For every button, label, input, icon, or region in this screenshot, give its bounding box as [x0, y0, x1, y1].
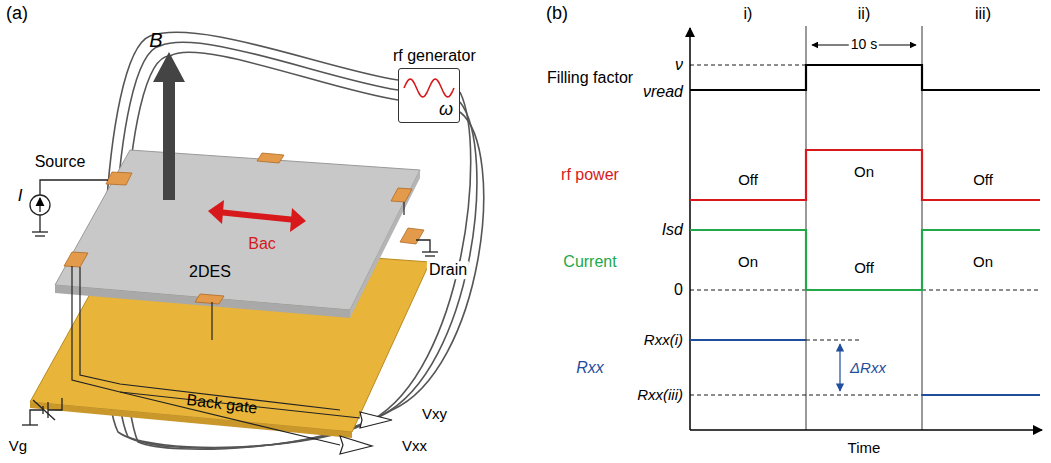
rxx-trace — [690, 339, 806, 341]
2des-slab — [55, 285, 350, 318]
voltage-arrow — [360, 412, 392, 428]
field-symbol: Bac — [248, 235, 276, 253]
current-source — [30, 180, 108, 236]
ohmic-contact — [257, 153, 284, 163]
state-label: Off — [854, 260, 874, 277]
frequency-symbol: ω — [439, 100, 453, 120]
gate-battery — [22, 398, 62, 425]
b-field-arrow — [153, 52, 185, 82]
panel-letter: (a) — [6, 4, 28, 24]
bac-arrow — [218, 212, 296, 220]
drain-ground — [425, 255, 435, 256]
probe-wire — [72, 202, 404, 418]
state-label: On — [738, 254, 758, 271]
field-symbol: B — [149, 29, 162, 51]
ohmic-contact — [195, 294, 224, 304]
reference-line — [922, 290, 1040, 291]
level-value: νread — [643, 83, 683, 101]
current-source — [40, 180, 108, 195]
duration-label: 10 s — [849, 37, 879, 52]
contact-name: Source — [33, 153, 88, 171]
reference-line — [806, 340, 862, 341]
level-value: Isd — [662, 221, 683, 239]
axis-label: Time — [848, 440, 881, 457]
row-name: rf power — [561, 166, 619, 184]
rxx-trace — [690, 340, 1040, 395]
row-name: Current — [563, 253, 616, 271]
reference-line — [690, 290, 806, 291]
state-label: Off — [738, 172, 758, 189]
ohmic-contact — [400, 228, 424, 244]
ohmic-contact — [106, 172, 132, 185]
2des-slab — [350, 170, 420, 318]
panel-letter: (b) — [546, 4, 568, 24]
device-name: rf generator — [393, 47, 476, 65]
rf-generator-box: rf generatorω — [398, 68, 460, 123]
phase-label: i) — [744, 5, 753, 23]
gate-battery — [30, 410, 43, 425]
voltage-name: Vxy — [420, 406, 449, 423]
drain-ground — [422, 251, 438, 252]
level-value: Rxx(i) — [644, 332, 683, 349]
gate-battery — [47, 402, 48, 418]
voltage-name: Vg — [7, 438, 29, 455]
current-trace — [690, 230, 1040, 290]
current-source — [35, 235, 45, 236]
probe-wire — [403, 202, 404, 215]
gate-battery — [48, 398, 62, 410]
current-source — [32, 231, 48, 232]
reference-line — [690, 395, 922, 396]
ohmic-contact — [64, 252, 88, 267]
phase-label: iii) — [975, 5, 991, 23]
row-name: Filling factor — [547, 69, 633, 87]
bac-arrow — [208, 200, 306, 232]
state-label: On — [973, 254, 993, 271]
voltage-name: Vxx — [400, 438, 429, 455]
current-source — [39, 215, 40, 232]
phase-label: ii) — [858, 5, 870, 23]
b-field-arrow — [153, 52, 185, 200]
state-label: On — [854, 164, 874, 181]
drain-ground — [416, 240, 438, 256]
current-source — [39, 198, 40, 212]
delta-arrow — [839, 344, 840, 391]
reference-line — [690, 65, 1040, 395]
b-field-arrow — [163, 80, 175, 200]
probe-wire — [72, 266, 120, 392]
level-value: 0 — [674, 281, 683, 299]
contact-name: Drain — [427, 261, 469, 279]
time-axes — [690, 429, 1042, 431]
delta-label: ΔRxx — [850, 360, 886, 377]
filling-factor-trace — [690, 65, 1040, 90]
voltage-arrow — [340, 436, 372, 454]
bac-arrow — [290, 208, 306, 232]
current-source — [30, 195, 50, 215]
row-name: Rxx — [576, 359, 604, 377]
state-label: Off — [973, 172, 993, 189]
voltage-arrow — [340, 412, 392, 454]
2des-slab — [55, 150, 420, 318]
sine-wave — [404, 79, 454, 97]
time-axes — [690, 28, 1042, 430]
phase-divider — [806, 26, 922, 430]
gate-battery — [33, 400, 55, 420]
rf-power-trace — [690, 150, 1040, 200]
level-value: ν — [675, 56, 683, 74]
ohmic-contact — [64, 153, 424, 304]
probe-wire — [80, 267, 340, 410]
bac-arrow — [208, 200, 224, 224]
rf-generator-fill — [398, 68, 460, 123]
gate-battery — [22, 424, 38, 425]
probe-wire — [211, 302, 212, 340]
ohmic-contact — [391, 188, 412, 202]
layer-name: 2DES — [189, 263, 231, 281]
level-value: Rxx(iii) — [637, 387, 683, 404]
reference-line — [690, 65, 806, 66]
rxx-trace — [922, 394, 1040, 396]
current-symbol: I — [16, 187, 25, 206]
drain-ground — [416, 240, 430, 252]
